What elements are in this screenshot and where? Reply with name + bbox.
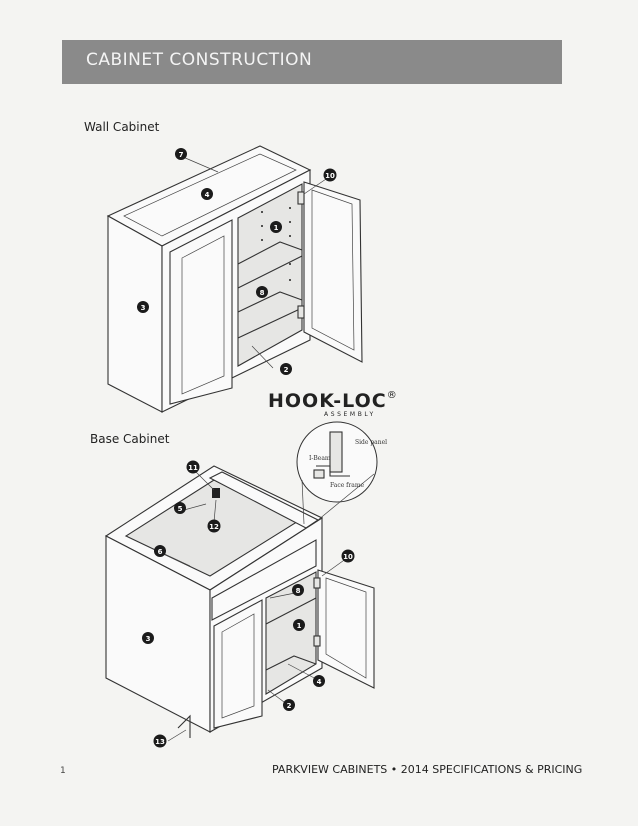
wall-callout-2: 2 xyxy=(280,363,292,375)
base-callout-10: 10 xyxy=(341,549,355,563)
base-callout-4: 4 xyxy=(313,675,325,687)
svg-text:8: 8 xyxy=(260,289,265,297)
svg-text:1: 1 xyxy=(274,224,279,232)
svg-text:11: 11 xyxy=(188,464,198,472)
inset-side-panel-label: Side panel xyxy=(355,439,387,446)
logo-name: HOOK-LOC xyxy=(268,390,387,412)
page-number: 1 xyxy=(60,766,66,776)
logo-registered-mark: ® xyxy=(386,390,398,401)
svg-text:5: 5 xyxy=(178,505,183,513)
svg-text:2: 2 xyxy=(287,702,292,710)
base-callout-11: 11 xyxy=(186,460,200,474)
inset-face-frame-label: Face frame xyxy=(330,482,365,489)
svg-text:10: 10 xyxy=(343,553,353,561)
svg-text:6: 6 xyxy=(158,548,163,556)
svg-text:4: 4 xyxy=(205,191,210,199)
base-callout-2: 2 xyxy=(283,699,295,711)
page-footer: PARKVIEW CABINETS • 2014 SPECIFICATIONS … xyxy=(272,763,583,776)
wall-callout-7: 7 xyxy=(175,148,187,160)
header-banner: CABINET CONSTRUCTION xyxy=(62,40,562,84)
page-title: CABINET CONSTRUCTION xyxy=(86,50,313,70)
inset-i-beam-label: I-Beam xyxy=(309,455,331,462)
base-callout-13: 13 xyxy=(153,734,167,748)
hook-loc-logo: HOOK-LOC® ASSEMBLY xyxy=(268,390,418,422)
base-callout-12: 12 xyxy=(207,519,221,533)
svg-text:12: 12 xyxy=(209,523,219,531)
base-callout-8: 8 xyxy=(292,584,304,596)
wall-callout-8: 8 xyxy=(256,286,268,298)
svg-text:10: 10 xyxy=(325,172,335,180)
wall-callout-4: 4 xyxy=(201,188,213,200)
svg-text:3: 3 xyxy=(141,304,146,312)
svg-text:13: 13 xyxy=(155,738,165,746)
wall-callout-1: 1 xyxy=(270,221,282,233)
base-callout-3: 3 xyxy=(142,632,154,644)
wall-callout-10: 10 xyxy=(323,168,337,182)
base-callout-5: 5 xyxy=(174,502,186,514)
svg-text:7: 7 xyxy=(179,151,184,159)
wall-cabinet-drawing xyxy=(106,145,363,413)
base-callout-6: 6 xyxy=(154,545,166,557)
svg-text:8: 8 xyxy=(296,587,301,595)
hook-loc-detail-inset: Side panel I-Beam Face frame xyxy=(296,421,387,525)
svg-text:1: 1 xyxy=(297,622,302,630)
svg-text:3: 3 xyxy=(146,635,151,643)
logo-subtitle: ASSEMBLY xyxy=(324,411,376,418)
base-cabinet-heading: Base Cabinet xyxy=(90,432,170,446)
svg-text:4: 4 xyxy=(317,678,322,686)
svg-text:2: 2 xyxy=(284,366,289,374)
wall-callout-3: 3 xyxy=(137,301,149,313)
base-callout-1: 1 xyxy=(293,619,305,631)
wall-cabinet-heading: Wall Cabinet xyxy=(84,120,160,134)
